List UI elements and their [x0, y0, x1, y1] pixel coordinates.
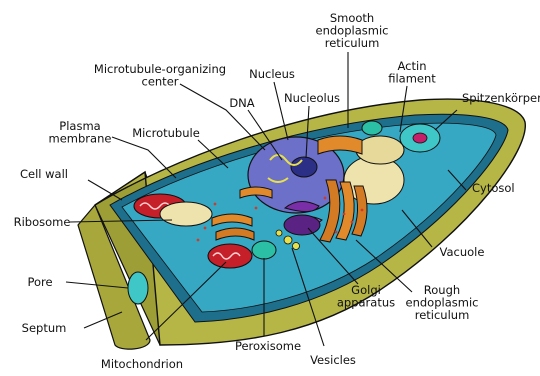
label-cell-wall: Cell wall	[20, 167, 68, 181]
label-spitzenkorper: Spitzenkörper	[462, 91, 540, 105]
label-septum: Septum	[22, 321, 67, 335]
dna-line: DNA	[229, 96, 254, 110]
smooth-er-line: reticulum	[325, 36, 380, 50]
label-nucleolus: Nucleolus	[284, 91, 340, 105]
golgi-line: apparatus	[337, 296, 395, 310]
peroxisome-line: Peroxisome	[235, 339, 301, 353]
actin-line: filament	[388, 72, 436, 86]
label-ribosome: Ribosome	[14, 215, 71, 229]
label-vesicles: Vesicles	[310, 353, 356, 367]
mitochondrion-line: Mitochondrion	[101, 357, 183, 371]
vacuole-line: Vacuole	[440, 245, 485, 259]
label-pore: Pore	[27, 275, 52, 289]
pore-line: Pore	[27, 275, 52, 289]
label-nucleus: Nucleus	[249, 67, 295, 81]
septum-line: Septum	[22, 321, 67, 335]
nucleolus-line: Nucleolus	[284, 91, 340, 105]
label-dna: DNA	[229, 96, 254, 110]
label-cytosol: Cytosol	[472, 181, 515, 195]
plasma-membrane-line: membrane	[49, 132, 112, 146]
golgi-apparatus	[284, 201, 322, 235]
label-plasma-membrane: Plasmamembrane	[49, 119, 112, 146]
spitzenkorper-line: Spitzenkörper	[462, 91, 540, 105]
spitzenkorper	[400, 124, 440, 152]
cytosol-line: Cytosol	[472, 181, 515, 195]
rough-er-line: reticulum	[415, 308, 470, 322]
label-peroxisome: Peroxisome	[235, 339, 301, 353]
nucleolus	[291, 157, 317, 177]
label-rough-er: Roughendoplasmicreticulum	[406, 283, 479, 322]
label-mitochondrion: Mitochondrion	[101, 357, 183, 371]
label-smooth-er: Smoothendoplasmicreticulum	[316, 11, 389, 50]
label-actin-filament: Actinfilament	[388, 59, 436, 86]
pore	[128, 272, 148, 304]
ribosome-line: Ribosome	[14, 215, 71, 229]
cell-wall-line: Cell wall	[20, 167, 68, 181]
label-mtoc: Microtubule-organizingcenter	[94, 62, 226, 89]
nucleus-line: Nucleus	[249, 67, 295, 81]
label-microtubule: Microtubule	[132, 126, 200, 140]
microtubule-line: Microtubule	[132, 126, 200, 140]
mtoc-line: center	[142, 75, 179, 89]
vesicles-line: Vesicles	[310, 353, 356, 367]
label-vacuole: Vacuole	[440, 245, 485, 259]
